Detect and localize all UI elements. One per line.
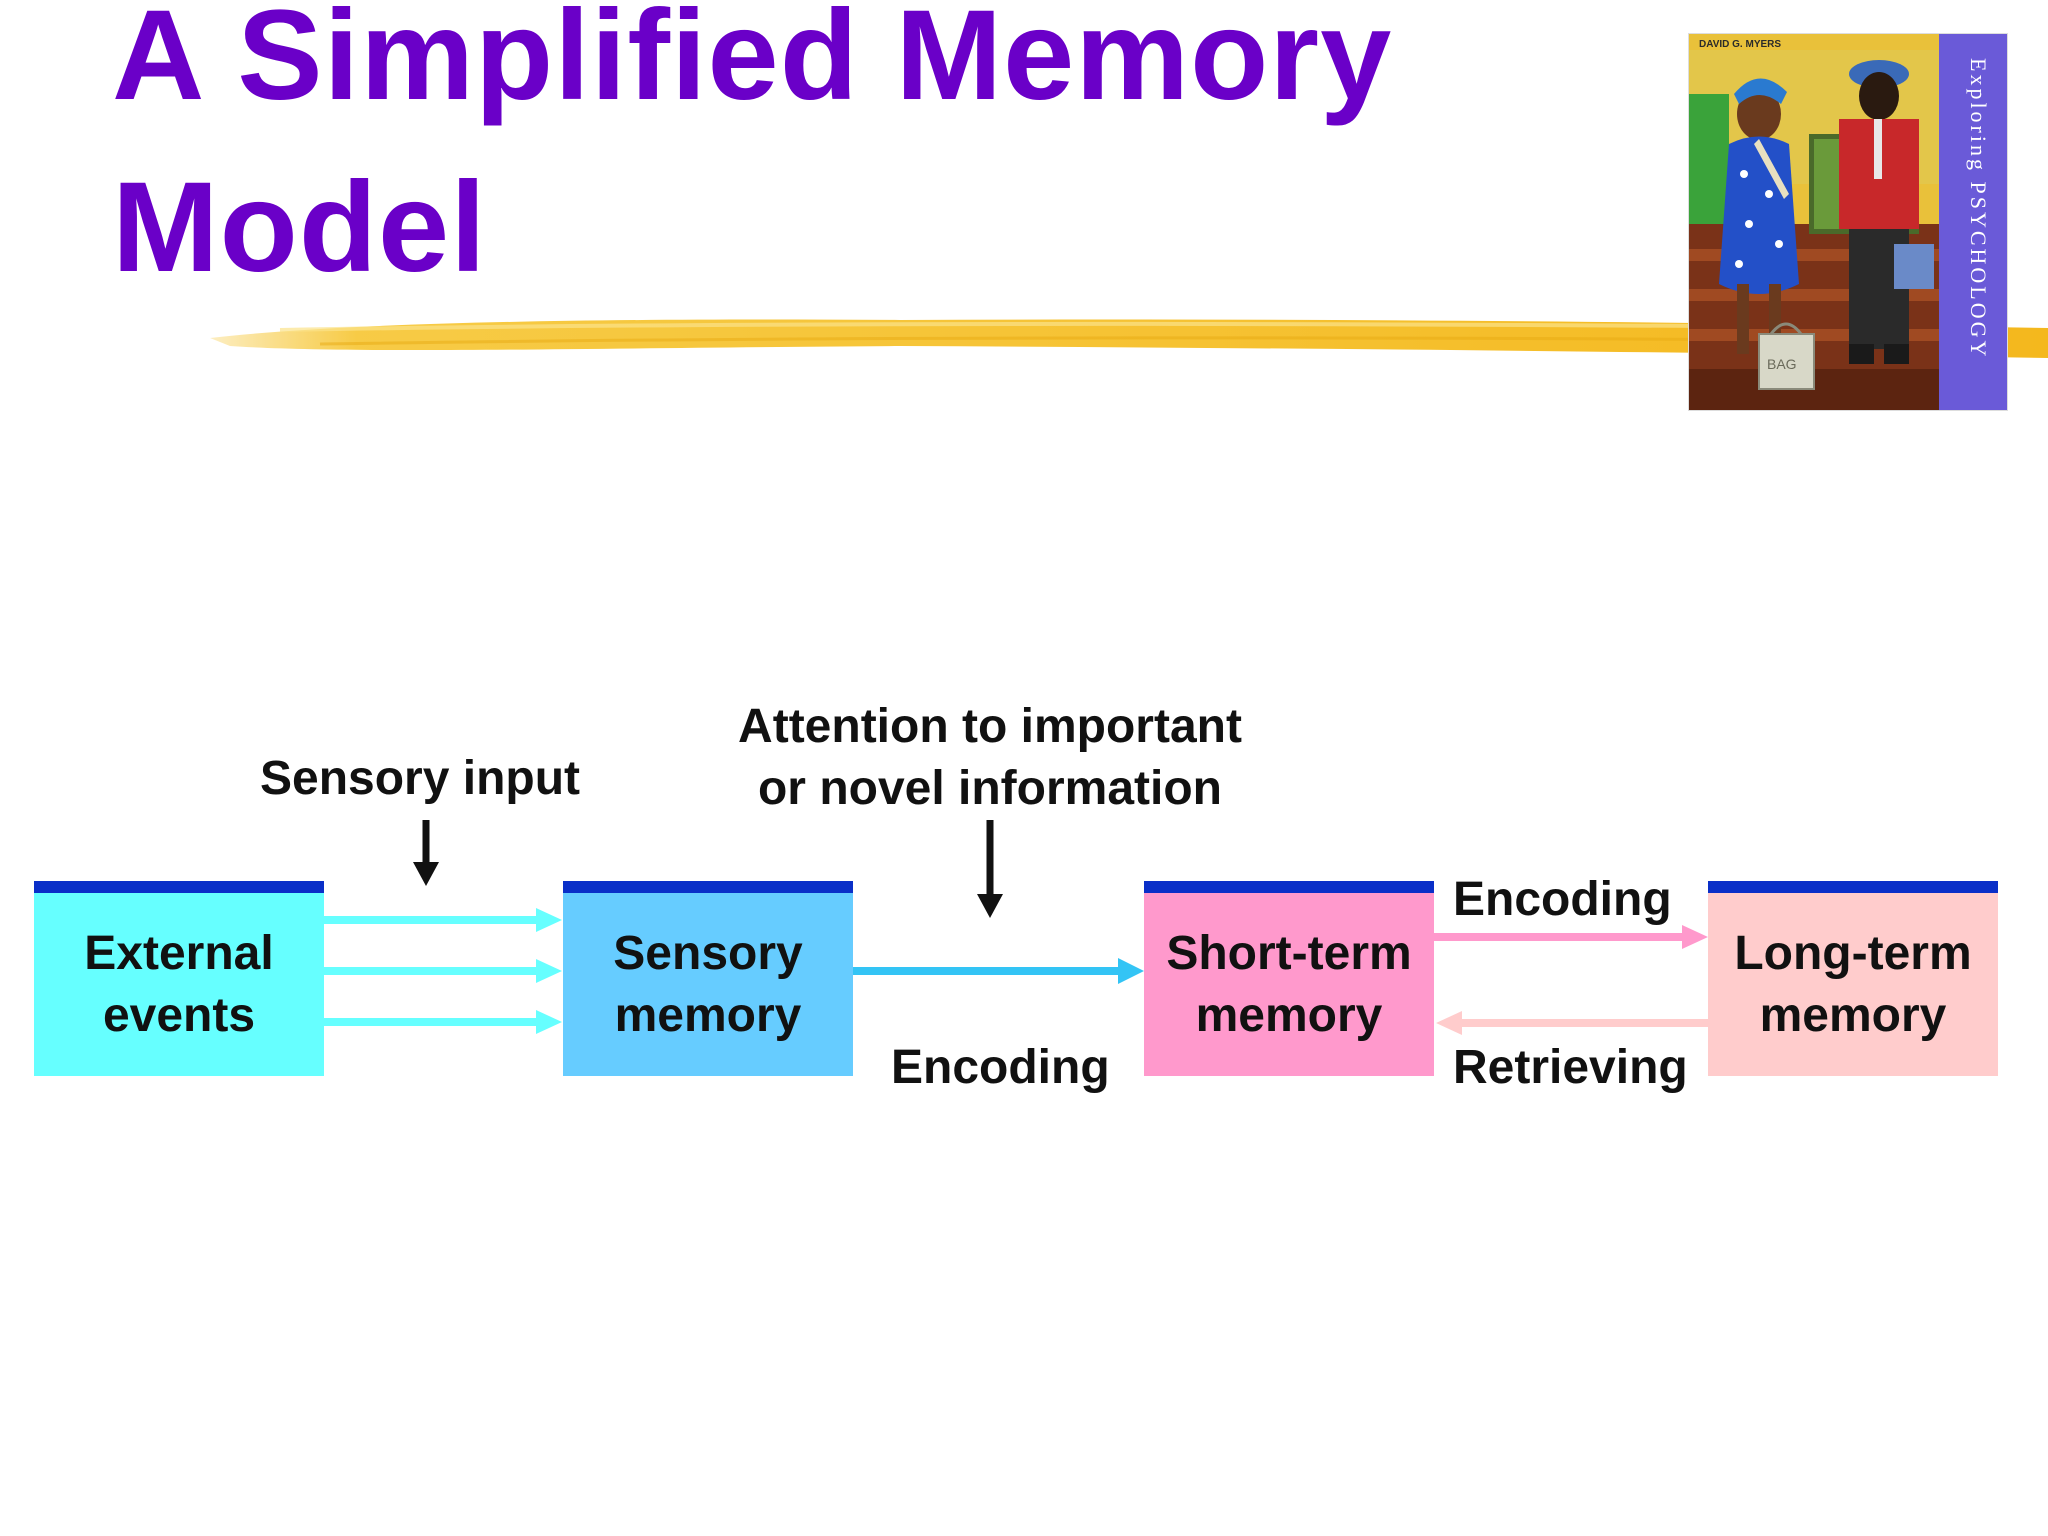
label-sensory-input: Sensory input [260, 752, 581, 805]
slide-title-line-2: Model [112, 156, 487, 299]
box-sensory-memory-line-2: memory [614, 988, 802, 1042]
arrow-sensory-input-down [413, 820, 439, 886]
box-external-events: External events [34, 881, 324, 1076]
label-encoding-short-to-long-term: Encoding [1453, 873, 1672, 926]
box-external-events-line-2: events [102, 988, 256, 1042]
book-cover-illustration: BAG DAVID G. MYERS [1689, 34, 2007, 410]
bag-label: BAG [1767, 356, 1797, 372]
label-attention-line-1: Attention to important [738, 700, 1242, 753]
arrow-external-to-sensory-middle [324, 959, 562, 983]
slide-title: A Simplified Memory Model [112, 0, 1672, 314]
box-short-term-memory: Short-term memory [1144, 881, 1434, 1076]
box-long-term-memory-line-2: memory [1759, 988, 1947, 1042]
arrow-attention-down [977, 820, 1003, 918]
book-spine-title: Exploring PSYCHOLOGY [1966, 58, 1991, 360]
label-attention: Attention to important or novel informat… [690, 696, 1290, 820]
label-retrieving: Retrieving [1453, 1041, 1688, 1094]
box-sensory-memory-line-1: Sensory [613, 926, 803, 980]
box-short-term-memory-line-2: memory [1195, 988, 1383, 1042]
box-long-term-memory: Long-term memory [1708, 881, 1998, 1076]
book-author: DAVID G. MYERS [1699, 39, 1781, 50]
box-short-term-memory-line-1: Short-term [1166, 926, 1412, 980]
book-cover-image: BAG DAVID G. MYERS [1689, 34, 2007, 410]
slide-title-line-1: A Simplified Memory [112, 0, 1393, 127]
box-sensory-memory: Sensory memory [563, 881, 853, 1076]
label-attention-line-2: or novel information [757, 762, 1222, 815]
box-external-events-line-1: External [84, 926, 274, 980]
arrow-sensory-to-short-term [853, 958, 1144, 984]
label-encoding-sensory-to-short-term: Encoding [891, 1041, 1110, 1094]
arrow-external-to-sensory-top [324, 908, 562, 932]
arrow-external-to-sensory-bottom [324, 1010, 562, 1034]
box-long-term-memory-line-1: Long-term [1734, 926, 1972, 980]
arrow-long-term-to-short-term [1436, 1011, 1708, 1035]
brush-stroke-underline [210, 319, 2048, 358]
